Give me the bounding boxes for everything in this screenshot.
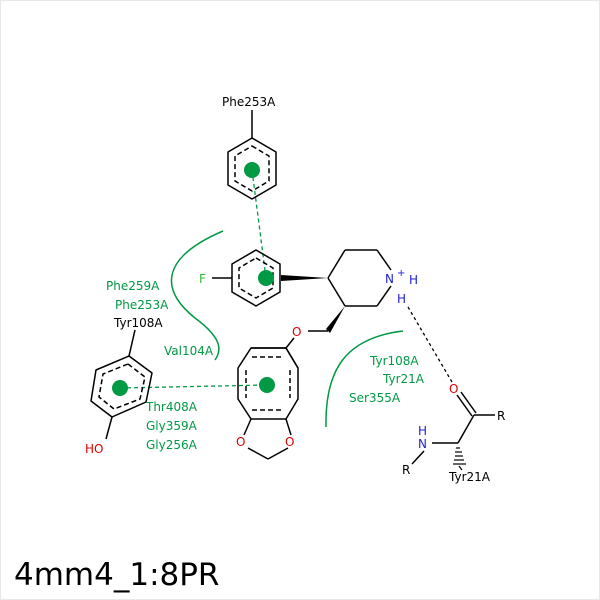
centroid-fluorophenyl-ring [258,270,274,286]
hydrophobic-arc-left [170,230,224,361]
amide-n-label: N [418,437,427,451]
amide-h-label: H [418,424,427,438]
r2-label: R [402,463,410,477]
pi-stacking-lines [119,169,268,389]
hydrophobic-labels: Phe259A Phe253A Val104A Thr408A Gly359A … [106,279,425,452]
ring-centroids [112,162,275,396]
hydrophobic-tyr108: Tyr108A [369,354,419,368]
r1-label: R [497,409,505,423]
centroid-benzodioxole-ring [259,377,275,393]
atom-labels: F N + H H O O O HO O H N R R [85,268,505,477]
piperidine-n-label: N [385,272,394,286]
fluorine-label: F [199,272,206,286]
n-h2-label: H [397,292,406,306]
dioxole-o2-label: O [285,435,294,449]
n-charge-label: + [397,268,405,279]
dioxole-o1-label: O [236,435,245,449]
centroid-phe253-ring [244,162,260,178]
diagram-title: 4mm4_1:8PR [14,557,219,593]
residue-phe253-top: Phe253A [222,95,276,109]
hydrophobic-gly256: Gly256A [146,438,198,452]
hydrophobic-tyr21: Tyr21A [382,372,425,386]
ether-o-label: O [292,325,301,339]
carbonyl-o-label: O [449,382,458,396]
hydrophobic-thr408: Thr408A [145,400,198,414]
hydrophobic-arcs [170,230,404,428]
hashed-bond [453,447,466,465]
hbond-line [407,306,453,383]
bonds [90,110,495,465]
hydrophobic-arc-right [325,330,404,428]
hydrophobic-gly359: Gly359A [146,419,198,433]
pi-stack-left [119,384,268,389]
residue-labels: Phe253A Tyr108A Tyr21A [113,95,491,484]
hydrophobic-phe259: Phe259A [106,279,160,293]
centroid-tyr108-ring [112,380,128,396]
residue-tyr108-left: Tyr108A [113,316,163,330]
tyr-oh-label: HO [85,442,103,456]
residue-tyr21-bottom: Tyr21A [448,470,491,484]
hydrophobic-phe253: Phe253A [115,298,169,312]
wedge-bonds [281,275,345,333]
tyr21-stub [458,465,463,471]
hydrophobic-ser355: Ser355A [349,391,401,405]
hydrophobic-val104: Val104A [164,344,214,358]
n-h1-label: H [409,273,418,287]
